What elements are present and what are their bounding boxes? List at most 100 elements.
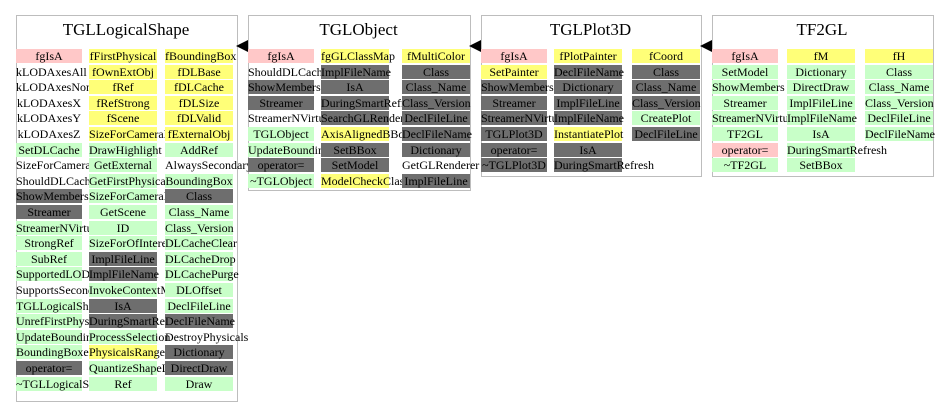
- member-cell: DuringSmartRefresh: [554, 158, 654, 172]
- member-cell: operator=: [712, 143, 778, 157]
- member-cell: ShowMembers: [16, 189, 89, 203]
- member-cell: SearchGLRenderer: [321, 111, 414, 125]
- member-cell: TF2GL: [712, 127, 778, 141]
- member-cell: Class_Name: [865, 80, 933, 94]
- member-cell: IsA: [787, 127, 855, 141]
- member-cell: ImplFileLine: [402, 174, 470, 188]
- member-cell: TGLObject: [248, 127, 314, 141]
- member-cell: Dictionary: [787, 65, 855, 79]
- member-cell: Class_Name: [165, 205, 233, 219]
- member-cell: ImplFileName: [787, 111, 857, 125]
- member-cell: fgIsA: [16, 49, 82, 63]
- member-cell: ImplFileName: [89, 267, 159, 281]
- member-cell: ImplFileLine: [554, 96, 622, 110]
- member-cell: fOwnExtObj: [89, 65, 157, 79]
- member-cell: DeclFileName: [165, 314, 235, 328]
- member-cell: SetModel: [712, 65, 778, 79]
- member-cell: kLODAxesNone: [16, 80, 98, 94]
- member-cell: SupportsSecondarySel: [16, 283, 125, 297]
- member-cell: StreamerNVirtual: [712, 111, 798, 125]
- member-cell: IsA: [554, 143, 622, 157]
- inheritance-arrow-tf2gl-to-tglplot3d: [700, 40, 712, 52]
- member-cell: operator=: [248, 158, 314, 172]
- member-cell: DeclFileLine: [865, 111, 933, 125]
- member-cell: fgIsA: [248, 49, 314, 63]
- member-cell: ~TF2GL: [712, 158, 778, 172]
- member-cell: kLODAxesY: [17, 111, 81, 125]
- member-cell: fMultiColor: [402, 49, 470, 63]
- member-cell: DirectDraw: [165, 361, 233, 375]
- member-cell: fDLBase: [165, 65, 233, 79]
- member-cell: GetGLRenderer: [402, 158, 480, 172]
- member-cell: ~TGLObject: [248, 174, 314, 188]
- member-cell: Streamer: [481, 96, 547, 110]
- member-cell: ImplFileLine: [89, 252, 157, 266]
- member-cell: BoundingBoxesOfPhysicals: [16, 345, 151, 359]
- member-cell: DestroyPhysicals: [165, 330, 249, 344]
- member-cell: Streamer: [712, 96, 778, 110]
- member-cell: fRef: [89, 80, 157, 94]
- member-cell: AlwaysSecondarySelect: [165, 158, 282, 172]
- member-cell: Class: [165, 189, 233, 203]
- member-cell: fExternalObj: [165, 127, 233, 141]
- member-cell: ShouldDLCache: [16, 174, 96, 188]
- member-cell: IsA: [89, 299, 157, 313]
- member-cell: fFirstPhysical: [89, 49, 157, 63]
- member-cell: ShowMembers: [712, 80, 785, 94]
- class-title-tglobject: TGLObject: [319, 20, 398, 39]
- member-cell: PhysicalsRange: [89, 345, 165, 359]
- member-cell: ProcessSelection: [89, 330, 171, 344]
- member-cell: DuringSmartRefresh: [787, 143, 887, 157]
- member-cell: ImplFileLine: [787, 96, 855, 110]
- member-cell: DeclFileName: [554, 65, 624, 79]
- member-cell: ID: [89, 221, 157, 235]
- member-cell: StreamerNVirtual: [248, 111, 334, 125]
- member-cell: CreatePlot: [632, 111, 700, 125]
- member-cell: UpdateBoundingBox: [16, 330, 118, 344]
- member-cell: operator=: [16, 361, 82, 375]
- class-title-tf2gl: TF2GL: [796, 20, 848, 39]
- member-cell: GetFirstPhysical: [89, 174, 169, 188]
- member-cell: DLCacheDrop: [165, 252, 236, 266]
- member-cell: fPlotPainter: [554, 49, 622, 63]
- member-cell: TGLLogicalShape: [16, 299, 106, 313]
- member-cell: BoundingBox: [165, 174, 233, 188]
- member-cell: ~TGLLogicalShape: [16, 377, 112, 391]
- member-cell: DLOffset: [165, 283, 233, 297]
- member-cell: SizeForCameraRes: [89, 127, 182, 141]
- class-title-tgllogicalshape: TGLLogicalShape: [62, 20, 190, 39]
- member-cell: kLODAxesX: [17, 96, 81, 110]
- member-cell: kLODAxesZ: [17, 127, 81, 141]
- member-cell: Class_Version: [632, 96, 701, 110]
- member-cell: fM: [787, 49, 855, 63]
- member-cell: Class_Version: [402, 96, 471, 110]
- member-cell: fCoord: [632, 49, 700, 63]
- member-cell: fRefStrong: [89, 96, 157, 110]
- member-cell: AddRef: [165, 143, 233, 157]
- member-cell: GetExternal: [89, 158, 157, 172]
- member-cell: SetDLCache: [16, 143, 82, 157]
- member-cell: AxisAlignedBBox: [321, 127, 411, 141]
- member-cell: fDLSize: [165, 96, 233, 110]
- member-cell: Class_Name: [632, 80, 700, 94]
- member-cell: Class: [402, 65, 470, 79]
- member-cell: DrawHighlight: [89, 143, 162, 157]
- member-cell: StreamerNVirtual: [481, 111, 567, 125]
- member-cell: DuringSmartRefresh: [321, 96, 421, 110]
- member-cell: SubRef: [16, 252, 82, 266]
- member-cell: UnrefFirstPhysical: [16, 314, 107, 328]
- member-cell: QuantizeShapeLOD: [89, 361, 187, 375]
- member-cell: fScene: [89, 111, 157, 125]
- member-cell: SizeForCameraRes: [16, 158, 109, 172]
- member-cell: SetBBox: [321, 143, 389, 157]
- member-cell: Dictionary: [554, 80, 622, 94]
- member-cell: fgIsA: [712, 49, 778, 63]
- inheritance-arrow-tglplot3d-to-tglobject: [469, 40, 481, 52]
- inheritance-arrow-tglobject-to-tgllogicalshape: [236, 40, 248, 52]
- member-cell: fBoundingBox: [165, 49, 237, 63]
- member-cell: DeclFileName: [402, 127, 472, 141]
- member-cell: ~TGLPlot3D: [481, 158, 547, 172]
- member-cell: DeclFileLine: [165, 299, 233, 313]
- member-cell: fgIsA: [481, 49, 547, 63]
